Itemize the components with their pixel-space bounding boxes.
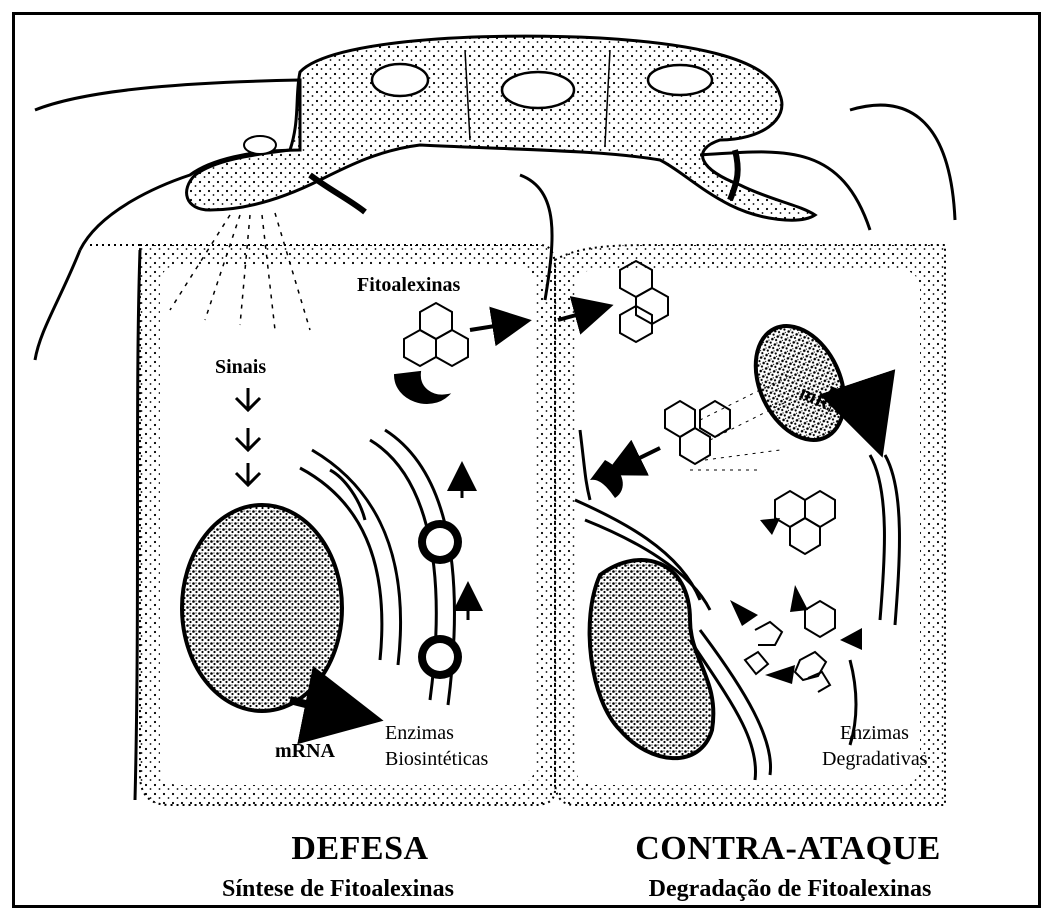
left-panel-heading: DEFESA xyxy=(291,830,428,868)
label-sinais: Sinais xyxy=(215,356,266,378)
label-fitoalexinas: Fitoalexinas xyxy=(357,274,460,296)
label-enzimas-biosinteticas-1: Enzimas xyxy=(385,722,454,744)
right-panel-heading: CONTRA-ATAQUE xyxy=(635,830,941,868)
label-mrna-left: mRNA xyxy=(275,740,335,762)
label-enzimas-degradativas-2: Degradativas xyxy=(822,748,928,770)
right-panel-subheading: Degradação de Fitoalexinas xyxy=(649,876,932,903)
label-enzimas-degradativas-1: Enzimas xyxy=(840,722,909,744)
label-enzimas-biosinteticas-2: Biosintéticas xyxy=(385,748,488,770)
fungal-hypha xyxy=(187,36,815,220)
left-panel-subheading: Síntese de Fitoalexinas xyxy=(222,876,454,903)
